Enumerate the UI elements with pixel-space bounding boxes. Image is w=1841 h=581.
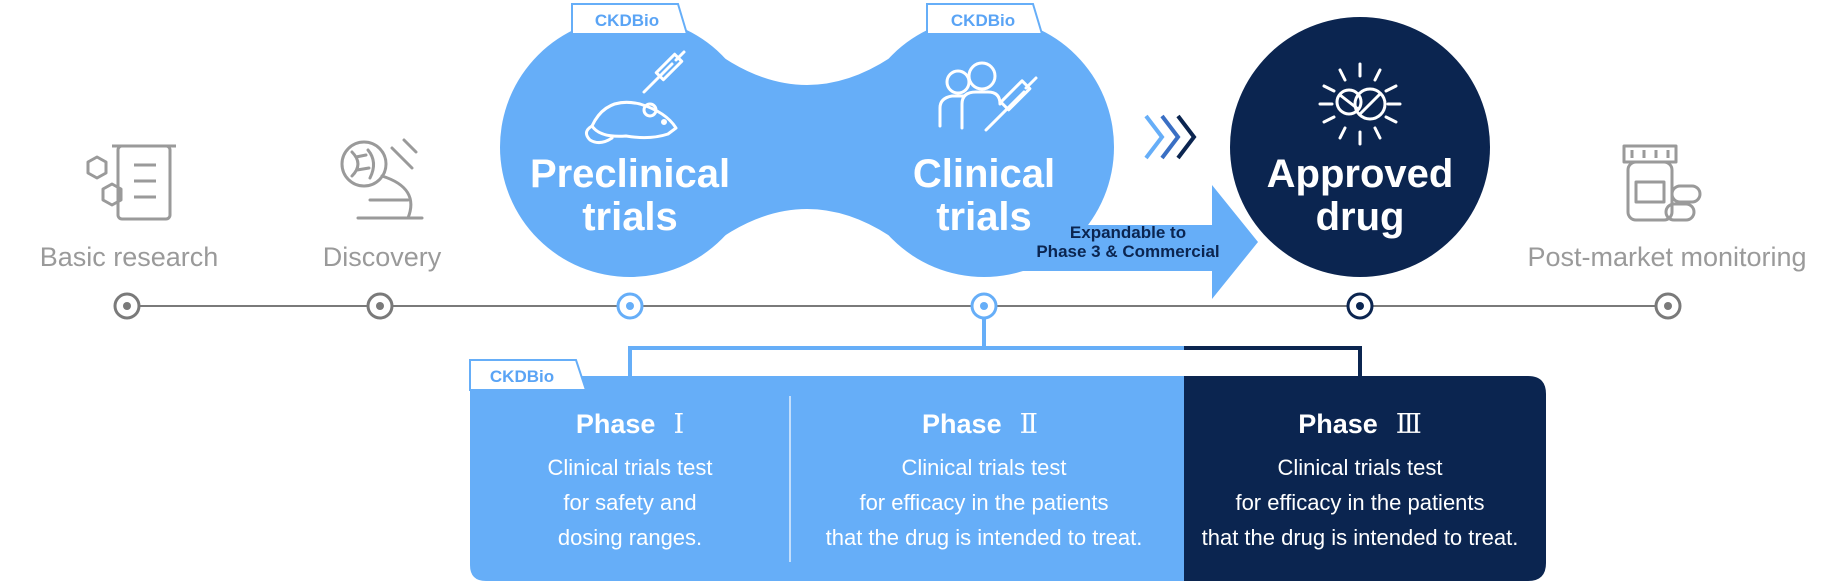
phase-1-desc-line3: dosing ranges. [558,525,702,550]
phase-2-desc-line1: Clinical trials test [901,455,1066,480]
ckdbio-tab-label: CKDBio [490,367,554,386]
timeline-node-basic-research [113,292,141,320]
phase-3-desc-line1: Clinical trials test [1277,455,1442,480]
phase-1-desc-line2: for safety and [563,490,696,515]
ckdbio-tab-label: CKDBio [951,11,1015,30]
discovery-label: Discovery [323,242,442,272]
phase-2-desc-line2: for efficacy in the patients [859,490,1108,515]
timeline-node-preclinical [616,292,644,320]
basic-research-label: Basic research [40,242,219,272]
pill-sparkle-icon [1318,62,1402,146]
people-syringe-icon [938,61,1038,132]
approved-drug-circle [1230,17,1490,277]
timeline-node-post-market [1654,292,1682,320]
approved-label-line1: Approved [1267,152,1454,196]
beaker-molecule-icon [86,144,176,221]
timeline-node-approved [1346,292,1374,320]
phase-2-desc-line3: that the drug is intended to treat. [826,525,1143,550]
preclinical-label-line1: Preclinical [530,152,730,196]
medicine-bottle-icon [1622,144,1702,222]
chevrons-icon [1144,114,1197,160]
clinical-label-line2: trials [936,195,1032,239]
phase-3-desc-line3: that the drug is intended to treat. [1202,525,1519,550]
timeline-node-discovery [366,292,394,320]
ckdbio-tab-label: CKDBio [595,11,659,30]
ckdbio-tab-clinical: CKDBio [926,3,1044,35]
phase-1-desc-line1: Clinical trials test [547,455,712,480]
arrow-label-line1: Expandable to [1070,223,1186,242]
timeline-node-clinical [970,292,998,320]
approved-label-line2: drug [1316,195,1405,239]
phase-connector [628,306,1362,376]
arrow-label-line2: Phase 3 & Commercial [1036,242,1219,261]
clinical-label-line1: Clinical [913,152,1055,196]
post-market-label: Post-market monitoring [1527,242,1806,272]
phase-box [470,376,1546,581]
microscope-dna-icon [340,138,424,220]
mouse-syringe-icon [585,50,686,145]
trials-blob [500,17,1258,299]
ckdbio-tab-phases: CKDBio [469,359,588,391]
ckdbio-tab-preclinical: CKDBio [571,3,689,35]
phase-3-desc-line2: for efficacy in the patients [1235,490,1484,515]
preclinical-label-line2: trials [582,195,678,239]
